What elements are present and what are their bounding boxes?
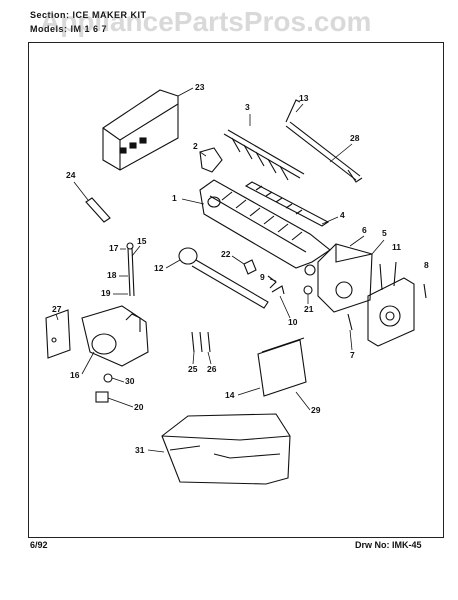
- callout-16: 16: [70, 370, 80, 380]
- part-20-sleeve: [95, 391, 109, 403]
- callout-22: 22: [221, 249, 231, 259]
- part-23-cover: [102, 89, 179, 171]
- part-25-26-screws: [191, 331, 211, 353]
- callout-15: 15: [137, 236, 147, 246]
- part-14-29-cover: [257, 337, 307, 397]
- models-line: Models: IM 1 6 7: [30, 24, 108, 34]
- part-10-bracket: [271, 285, 285, 295]
- part-21-gear: [303, 285, 313, 295]
- callout-13: 13: [299, 93, 309, 103]
- callout-9: 9: [260, 272, 265, 282]
- callout-10: 10: [288, 317, 298, 327]
- part-5-6-housing: [304, 243, 373, 313]
- callout-3: 3: [245, 102, 250, 112]
- callout-25: 25: [188, 364, 198, 374]
- part-16-valve: [81, 305, 149, 367]
- part-13-28-arm: [285, 99, 363, 183]
- callout-24: 24: [66, 170, 76, 180]
- part-8-screw: [423, 283, 427, 299]
- part-1-mold: [199, 179, 331, 269]
- part-7-screw: [347, 313, 353, 331]
- callout-1: 1: [172, 193, 177, 203]
- callout-2: 2: [193, 141, 198, 151]
- callout-28: 28: [350, 133, 360, 143]
- callout-27: 27: [52, 304, 62, 314]
- callout-4: 4: [340, 210, 345, 220]
- diagram-frame: [28, 42, 444, 538]
- part-2-thermostat: [199, 147, 223, 173]
- callout-29: 29: [311, 405, 321, 415]
- part-31-bin: [161, 413, 291, 485]
- callout-11: 11: [392, 242, 401, 252]
- part-11-mounting-plate: [367, 277, 415, 347]
- callout-26: 26: [207, 364, 217, 374]
- callout-21: 21: [304, 304, 314, 314]
- callout-8: 8: [424, 260, 429, 270]
- part-4-stripper: [244, 181, 330, 227]
- callout-labels: 23 3 13 28 2 24 1 4 6 5 11 8 15 17 12 22…: [52, 82, 429, 455]
- part-11-leaders: [379, 261, 397, 291]
- callout-6: 6: [362, 225, 367, 235]
- callout-30: 30: [125, 376, 135, 386]
- watermark: AppliancePartsPros.com: [40, 6, 372, 37]
- callout-5: 5: [382, 228, 387, 238]
- part-12-fill-cup: [178, 247, 269, 309]
- part-22-clip: [243, 259, 257, 275]
- callout-20: 20: [134, 402, 144, 412]
- callout-19: 19: [101, 288, 111, 298]
- part-9-screw: [267, 275, 277, 289]
- callout-14: 14: [225, 390, 235, 400]
- callout-12: 12: [154, 263, 164, 273]
- leader-lines: [55, 87, 385, 453]
- callout-18: 18: [107, 270, 117, 280]
- part-24-heater: [85, 197, 111, 223]
- part-17-18-tube: [126, 242, 135, 297]
- section-title: Section: ICE MAKER KIT: [30, 10, 147, 20]
- callout-17: 17: [109, 243, 119, 253]
- footer-date: 6/92: [30, 540, 48, 550]
- part-30-washer: [103, 373, 113, 383]
- callout-23: 23: [195, 82, 205, 92]
- part-3-ejector: [223, 129, 305, 181]
- footer-drawing-number: Drw No: IMK-45: [355, 540, 422, 550]
- part-27-bracket: [45, 309, 71, 359]
- callout-7: 7: [350, 350, 355, 360]
- callout-31: 31: [135, 445, 145, 455]
